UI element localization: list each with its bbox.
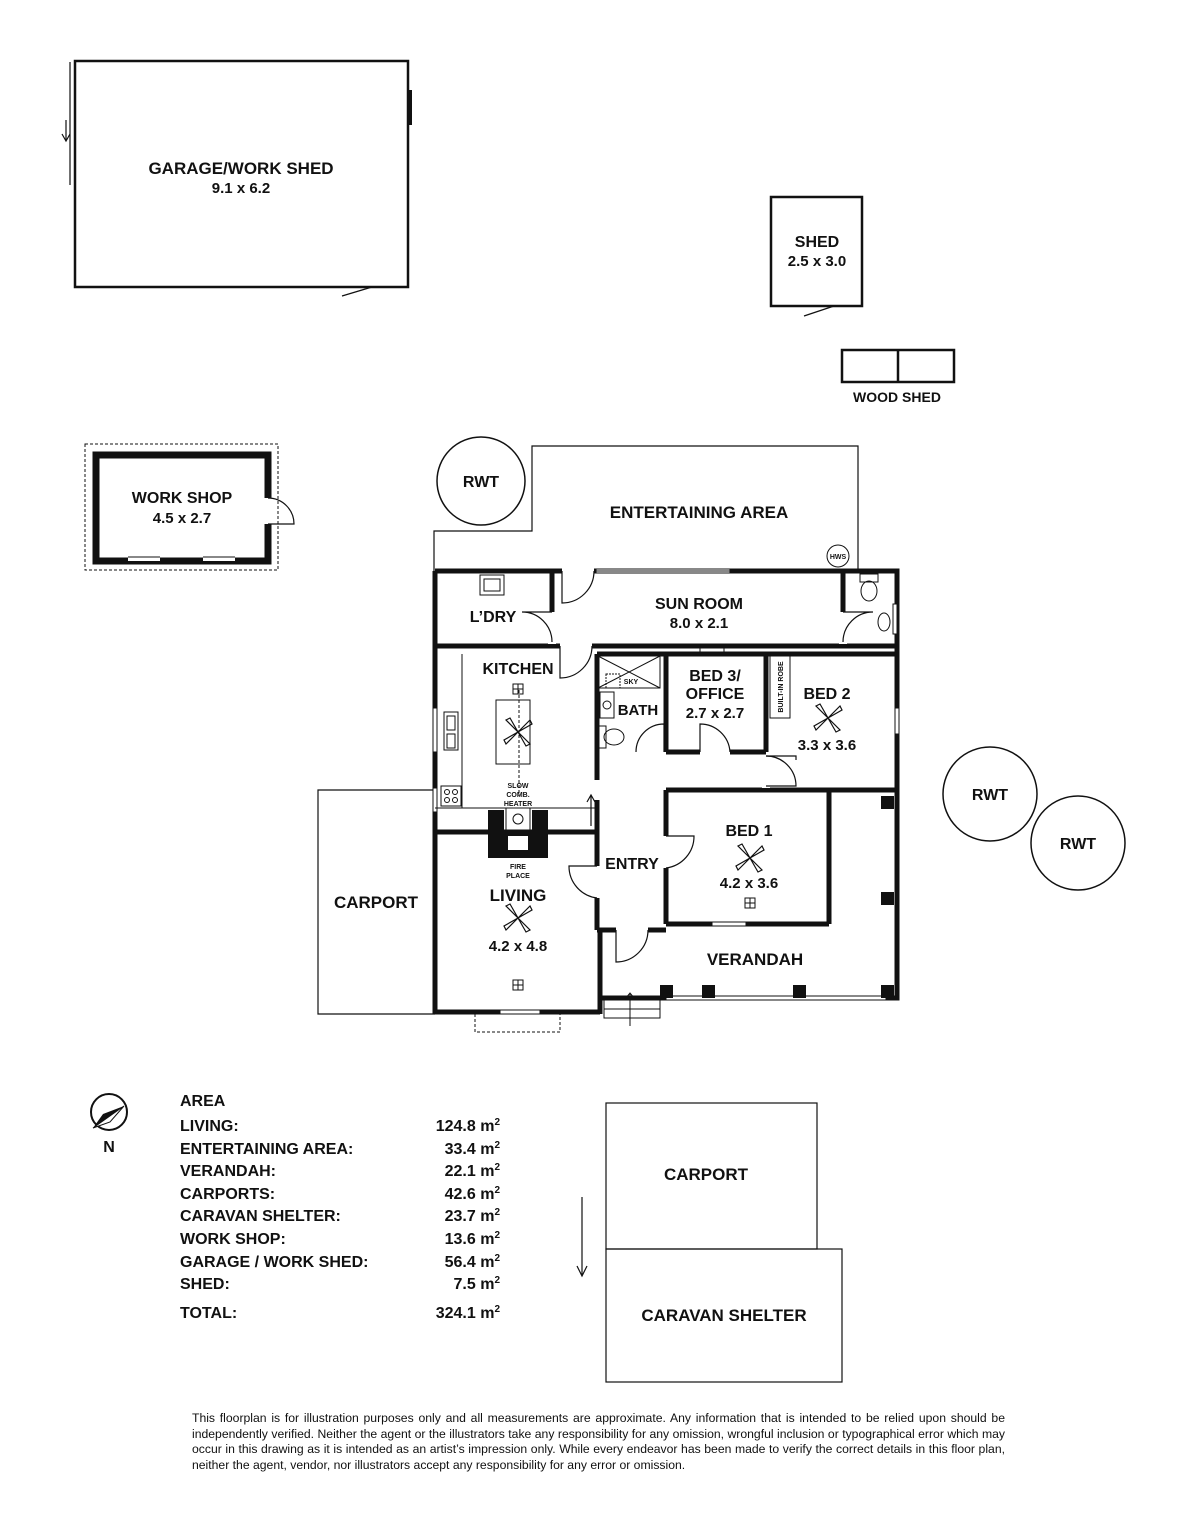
bed1-name: BED 1 (725, 823, 772, 840)
fireplace-line2: PLACE (506, 873, 530, 880)
bed3-name-line2: OFFICE (686, 686, 745, 703)
hws-label: HWS (830, 554, 847, 561)
area-row-value: 56.4 m2 (444, 1252, 500, 1271)
carport-right-name: CARPORT (664, 1165, 749, 1184)
area-row-value: 42.6 m2 (444, 1184, 500, 1203)
disclaimer-text: This floorplan is for illustration purpo… (192, 1411, 1005, 1472)
wood-shed-outline (840, 348, 956, 384)
bed3-dims: 2.7 x 2.7 (686, 705, 744, 722)
heater-line1: SLOW (508, 783, 529, 790)
area-row: WORK SHOP: 13.6 m2 (180, 1229, 500, 1252)
verandah-name: VERANDAH (707, 950, 803, 969)
sunroom-name: SUN ROOM (655, 596, 743, 613)
area-row-label: CARPORTS: (180, 1185, 276, 1203)
area-row: GARAGE / WORK SHED: 56.4 m2 (180, 1252, 500, 1275)
living-name: LIVING (490, 886, 547, 905)
area-table: AREA LIVING: 124.8 m2 ENTERTAINING AREA: 33… (180, 1092, 500, 1325)
area-row-value: 33.4 m2 (444, 1139, 500, 1158)
rwt-tank-top (436, 436, 526, 526)
area-row-label: WORK SHOP: (180, 1230, 286, 1248)
bed1-dims: 4.2 x 3.6 (720, 875, 778, 892)
entertaining-area-outline (433, 445, 859, 571)
robe-label: BUILT-IN ROBE (778, 661, 785, 713)
built-in-robe (769, 655, 791, 719)
entertaining-name: ENTERTAINING AREA (610, 503, 789, 522)
area-row-label: LIVING: (180, 1118, 239, 1135)
bed2-dims: 3.3 x 3.6 (798, 737, 856, 754)
rwt-tank-right-1 (942, 746, 1038, 842)
north-label: N (103, 1139, 115, 1156)
front-steps (603, 992, 661, 1026)
ceiling-fans (503, 703, 843, 933)
verandah-posts (660, 796, 894, 998)
rwt-label-right-1: RWT (972, 787, 1008, 804)
area-row-value: 7.5 m2 (453, 1275, 500, 1294)
area-title: AREA (180, 1093, 226, 1110)
bay-window (474, 1014, 561, 1033)
area-total-row: TOTAL: 324.1 m2 (180, 1303, 500, 1326)
carport-right-outline (576, 1102, 843, 1383)
area-row-label: SHED: (180, 1276, 230, 1294)
area-row: VERANDAH: 22.1 m2 (180, 1161, 500, 1184)
laundry-name: L’DRY (470, 609, 517, 626)
entry-arrow (586, 793, 596, 826)
workshop-outline (84, 443, 295, 571)
area-row-value: 23.7 m2 (444, 1207, 500, 1226)
workshop-dims: 4.5 x 2.7 (153, 510, 211, 527)
shed-outline (769, 195, 864, 317)
garage-dims: 9.1 x 6.2 (212, 180, 270, 197)
area-total-label: TOTAL: (180, 1304, 238, 1322)
area-row-value: 22.1 m2 (444, 1162, 500, 1181)
fireplace-line1: FIRE (510, 864, 526, 871)
area-row: LIVING: 124.8 m2 (180, 1116, 500, 1139)
rwt-label-top: RWT (463, 474, 499, 491)
heater-line3: HEATER (504, 801, 532, 808)
area-total-value: 324.1 m2 (435, 1303, 500, 1322)
carport-left-outline (317, 789, 435, 1015)
fireplace (488, 810, 548, 858)
carport-left-name: CARPORT (334, 893, 419, 912)
heater-line2: COMB. (506, 792, 529, 799)
sunroom-dims: 8.0 x 2.1 (670, 615, 728, 632)
area-row: CARPORTS: 42.6 m2 (180, 1184, 500, 1207)
bath-name: BATH (618, 702, 659, 719)
shed-dims: 2.5 x 3.0 (788, 253, 846, 270)
area-row-label: ENTERTAINING AREA: (180, 1140, 354, 1158)
garage-outline (61, 59, 412, 297)
area-row-label: GARAGE / WORK SHED: (180, 1253, 369, 1271)
kitchen-fittings (435, 654, 597, 831)
sky-label: SKY (624, 679, 639, 686)
laundry-fittings (479, 574, 505, 596)
bed3-name-line1: BED 3/ (689, 668, 741, 685)
vents (512, 683, 756, 991)
garage-name: GARAGE/WORK SHED (148, 159, 333, 178)
workshop-name: WORK SHOP (132, 490, 233, 507)
wood-shed-name: WOOD SHED (853, 389, 941, 405)
shed-name: SHED (795, 234, 839, 251)
area-row: SHED: 7.5 m2 (180, 1274, 500, 1297)
caravan-name: CARAVAN SHELTER (641, 1306, 806, 1325)
bed2-name: BED 2 (803, 686, 850, 703)
area-rows: LIVING: 124.8 m2 ENTERTAINING AREA: 33.4 m2… (180, 1116, 500, 1297)
area-row: CARAVAN SHELTER: 23.7 m2 (180, 1206, 500, 1229)
entry-name: ENTRY (605, 856, 659, 873)
rwt-label-right-2: RWT (1060, 836, 1096, 853)
living-dims: 4.2 x 4.8 (489, 938, 547, 955)
toilet-fittings (859, 573, 891, 632)
door-swings (521, 570, 874, 963)
compass-icon: N (90, 1093, 128, 1156)
north-compass: N (88, 1092, 132, 1156)
area-row-label: VERANDAH: (180, 1163, 276, 1181)
kitchen-name: KITCHEN (482, 661, 553, 678)
area-row-value: 13.6 m2 (444, 1229, 500, 1248)
area-row-value: 124.8 m2 (435, 1117, 500, 1136)
rwt-tank-right-2 (1030, 795, 1126, 891)
area-row: ENTERTAINING AREA: 33.4 m2 (180, 1139, 500, 1162)
area-row-label: CARAVAN SHELTER: (180, 1208, 341, 1226)
bath-fittings (597, 655, 661, 749)
